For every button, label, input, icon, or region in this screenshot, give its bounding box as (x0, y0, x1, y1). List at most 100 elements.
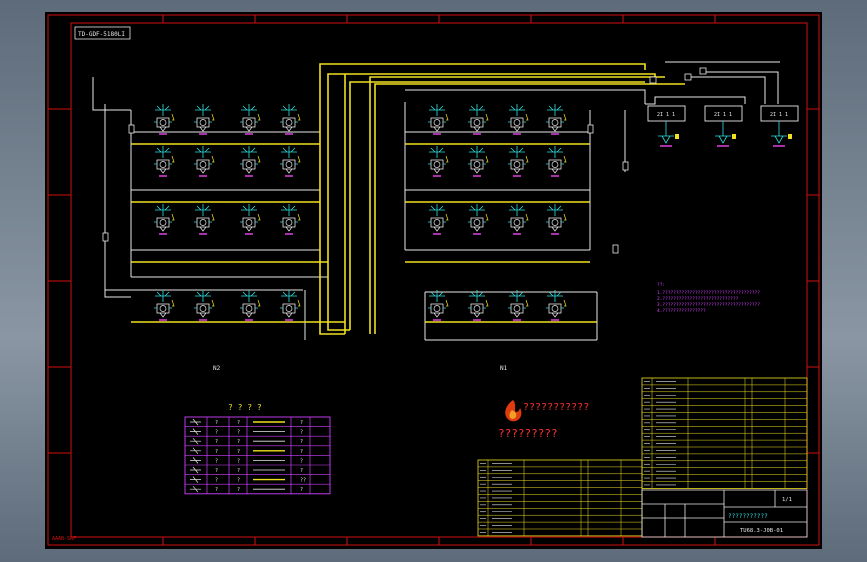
legend-symbol-icon (190, 466, 201, 474)
legend-symbol-icon (190, 437, 201, 445)
valve-wheel-icon (285, 305, 293, 312)
piping-schematic-drawing: TD-GDF-5180LI AAAB-SAF (47, 14, 820, 546)
gauge-icon (563, 155, 567, 163)
legend-cell: ? (237, 430, 240, 436)
gauge-icon (445, 113, 449, 121)
equipment-unit (240, 146, 261, 177)
valve-body (196, 117, 210, 128)
legend-cell: ? (215, 487, 218, 493)
valve-body (242, 217, 256, 228)
legend-cell: ? (237, 439, 240, 445)
tank-body (704, 105, 743, 122)
valve-wheel-icon (245, 119, 253, 126)
nozzle-icon (195, 104, 211, 116)
code-tag: TD-GDF-5180LI (78, 31, 125, 38)
note-line: 4.???????????????? (657, 308, 706, 314)
legend-cell: ? (215, 458, 218, 464)
reducer-icon (551, 168, 559, 174)
tank-label: 2I 1 1 (657, 112, 675, 118)
equipment-unit (240, 204, 261, 235)
gauge-icon (211, 299, 215, 307)
gauge-icon (445, 299, 449, 307)
equipment-unit (546, 104, 567, 135)
reducer-icon (159, 126, 167, 132)
valve-wheel-icon (285, 219, 293, 226)
supply-loop (131, 63, 685, 335)
reducer-icon (285, 126, 293, 132)
valve-body (242, 303, 256, 314)
reducer-icon (551, 226, 559, 232)
equipment-unit (468, 146, 489, 177)
reducer-icon (513, 226, 521, 232)
valve-wheel-icon (199, 219, 207, 226)
valve-body (282, 303, 296, 314)
nozzle-icon (429, 146, 445, 158)
valve-wheel-icon (433, 119, 441, 126)
nozzle-icon (241, 204, 257, 216)
equipment-unit (508, 290, 529, 321)
equipment-unit (194, 290, 215, 321)
notes-title: ??: (657, 282, 665, 288)
valve-body (282, 159, 296, 170)
equipment-unit (546, 290, 567, 321)
tank-label: 2I 1 1 (770, 112, 788, 118)
valve-wheel-icon (433, 305, 441, 312)
valve-body (156, 303, 170, 314)
sheet-number: 1/1 (782, 497, 792, 503)
logo-line2: ????????? (498, 427, 558, 440)
reducer-icon (473, 226, 481, 232)
equipment-unit (194, 204, 215, 235)
valve-wheel-icon (473, 219, 481, 226)
nozzle-icon (429, 290, 445, 302)
tank-body (760, 105, 799, 122)
valve-body (282, 117, 296, 128)
nozzle-icon (429, 104, 445, 116)
legend-cell: ? (300, 449, 303, 455)
equipment-unit (468, 104, 489, 135)
legend-cell: ? (215, 478, 218, 484)
drawing-number: TU68.3-J0B-01 (740, 528, 783, 534)
valve-body (470, 217, 484, 228)
nozzle-icon (195, 290, 211, 302)
gauge-icon (485, 113, 489, 121)
valve-wheel-icon (551, 119, 559, 126)
legend-cell: ? (300, 468, 303, 474)
tank-gauge (732, 134, 736, 139)
gauge-icon (525, 213, 529, 221)
valve-body (510, 117, 524, 128)
reducer-icon (513, 168, 521, 174)
tank-gauge (675, 134, 679, 139)
gauge-icon (485, 213, 489, 221)
valve-body (196, 303, 210, 314)
equipment-unit (428, 204, 449, 235)
nozzle-icon (281, 146, 297, 158)
legend-cell: ? (237, 478, 240, 484)
logo: ??????????? ????????? (498, 400, 589, 440)
equipment-unit (240, 104, 261, 135)
gauge-icon (563, 113, 567, 121)
equipment-unit (508, 204, 529, 235)
valve-wheel-icon (513, 219, 521, 226)
reducer-icon (551, 126, 559, 132)
tank-body (647, 105, 686, 122)
valve-body (242, 159, 256, 170)
equipment-unit (508, 104, 529, 135)
cad-drawing-viewport[interactable]: TD-GDF-5180LI AAAB-SAF (45, 12, 822, 549)
legend-symbol-icon (190, 447, 201, 455)
valve-body (548, 117, 562, 128)
equipment-unit (546, 146, 567, 177)
equipment-unit (194, 104, 215, 135)
corner-label: AAAB-SAF (52, 536, 76, 542)
equipment-unit (428, 146, 449, 177)
equipment-unit (546, 204, 567, 235)
equipment-unit (468, 204, 489, 235)
reducer-icon (433, 312, 441, 318)
gauge-icon (211, 213, 215, 221)
nozzle-icon (429, 204, 445, 216)
nozzle-icon (155, 204, 171, 216)
legend-symbol-icon (190, 428, 201, 435)
note-line: 1.???????????????????????????????????? (657, 290, 760, 296)
gauge-icon (525, 299, 529, 307)
tank-gauge (788, 134, 792, 139)
legend-cell: ? (300, 430, 303, 436)
